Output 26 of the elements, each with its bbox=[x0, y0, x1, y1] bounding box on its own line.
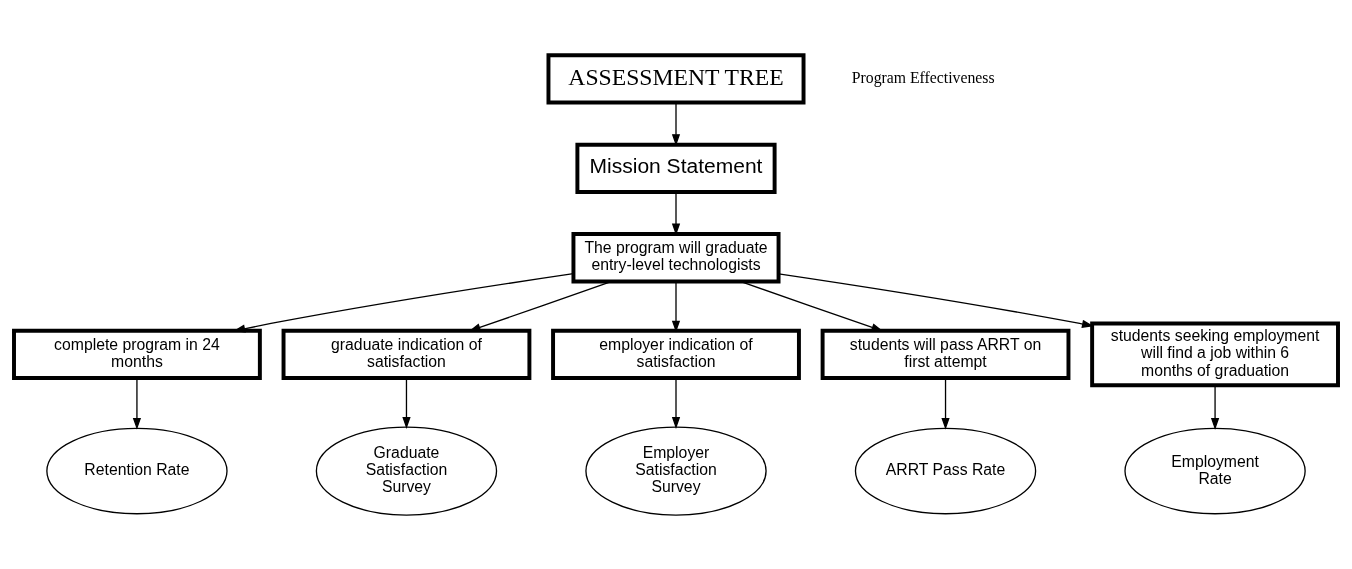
node-box: students will pass ARRT on first attempt bbox=[820, 328, 1071, 380]
node-box: graduate indication of satisfaction bbox=[281, 328, 532, 380]
node-box: students seeking employment will find a job within 6 months of graduation bbox=[1090, 321, 1340, 387]
arrow bbox=[132, 377, 142, 430]
label: Program Effectiveness bbox=[851, 68, 995, 86]
node-ellipse: ARRT Pass Rate bbox=[854, 427, 1037, 514]
arrow bbox=[739, 280, 884, 331]
arrow bbox=[671, 280, 681, 332]
arrow bbox=[671, 101, 681, 146]
arrow bbox=[941, 377, 950, 430]
arrow bbox=[468, 280, 613, 331]
node-ellipse: Graduate Satisfaction Survey bbox=[315, 425, 498, 516]
node-ellipse: Employment Rate bbox=[1124, 427, 1306, 514]
node-box: The program will graduate entry-level technologists bbox=[571, 231, 781, 283]
node-box: ASSESSMENT TREE bbox=[546, 52, 806, 105]
node-box: complete program in 24 months bbox=[12, 328, 262, 380]
arrow bbox=[671, 377, 681, 429]
arrow bbox=[402, 377, 411, 429]
arrow bbox=[1210, 384, 1220, 430]
node-ellipse: Employer Satisfaction Survey bbox=[585, 425, 767, 516]
arrow bbox=[671, 191, 681, 235]
arrow bbox=[233, 272, 574, 333]
node-ellipse: Retention Rate bbox=[46, 427, 228, 514]
arrow bbox=[778, 272, 1094, 328]
node-box: employer indication of satisfaction bbox=[551, 328, 801, 380]
node-box: Mission Statement bbox=[575, 142, 777, 194]
